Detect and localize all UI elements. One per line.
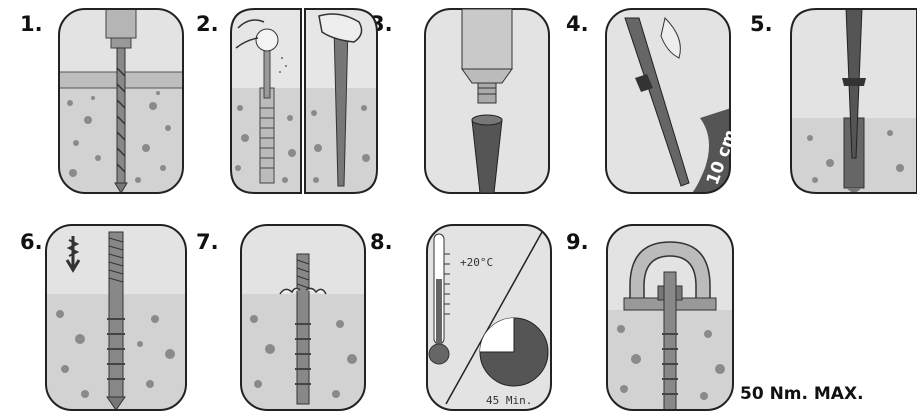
step-number-2: 2. xyxy=(196,14,219,35)
step-number-7: 7. xyxy=(196,232,219,253)
step-number-9: 9. xyxy=(566,232,589,253)
panel-discard-first-mix: 10 cm. xyxy=(605,8,731,194)
panel-cartridge-nozzle xyxy=(424,8,550,194)
panel-excess-resin xyxy=(240,224,366,411)
panel-inject xyxy=(790,8,917,194)
panel-tighten xyxy=(606,224,734,411)
panel-insert-rod xyxy=(45,224,187,411)
panel-blow-out xyxy=(230,8,302,194)
clock-icon xyxy=(480,318,548,386)
step-number-6: 6. xyxy=(20,232,43,253)
step-number-5: 5. xyxy=(750,14,773,35)
panel-curing-time: +20°C 45 Min. xyxy=(426,224,552,411)
panel-brush xyxy=(304,8,378,194)
step-number-8: 8. xyxy=(370,232,393,253)
panel-drill xyxy=(58,8,184,194)
step-number-4: 4. xyxy=(566,14,589,35)
temperature-label: +20°C xyxy=(460,256,493,269)
step-number-1: 1. xyxy=(20,14,43,35)
cure-time-label: 45 Min. xyxy=(486,394,532,407)
torque-label: 50 Nm. MAX. xyxy=(740,384,864,404)
